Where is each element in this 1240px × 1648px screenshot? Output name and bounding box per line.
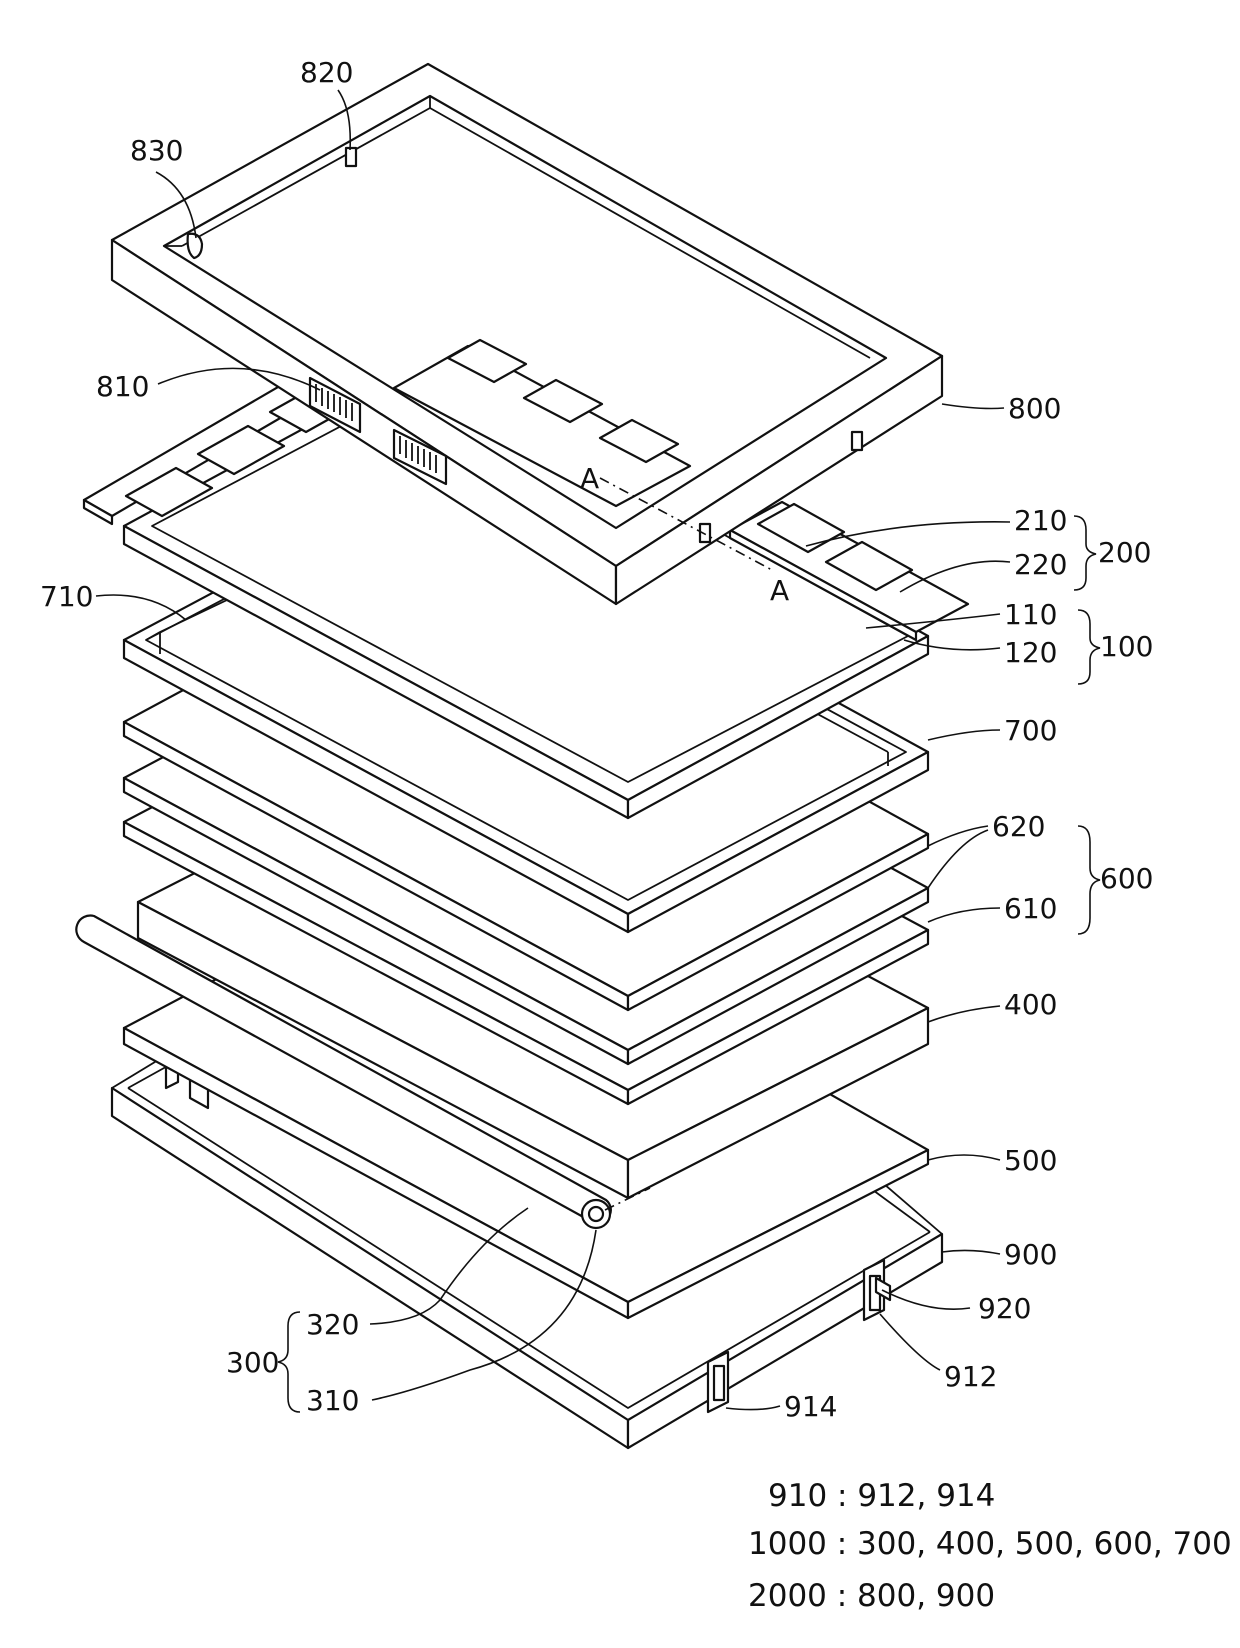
section-a-end: A <box>770 574 789 607</box>
label-600: 600 <box>1100 862 1153 895</box>
label-912: 912 <box>944 1360 997 1393</box>
label-710: 710 <box>40 580 93 613</box>
section-a-start: A <box>580 462 599 495</box>
label-800: 800 <box>1008 392 1061 425</box>
label-220: 220 <box>1014 548 1067 581</box>
legend: 910 : 912, 914 1000 : 300, 400, 500, 600… <box>748 1478 1232 1614</box>
label-620: 620 <box>992 810 1045 843</box>
hook-914 <box>708 1352 728 1412</box>
brace-300 <box>278 1312 300 1412</box>
label-100: 100 <box>1100 630 1153 663</box>
label-210: 210 <box>1014 504 1067 537</box>
brace-200 <box>1074 516 1096 590</box>
brace-100 <box>1078 610 1100 684</box>
label-700: 700 <box>1004 714 1057 747</box>
label-400: 400 <box>1004 988 1057 1021</box>
label-830: 830 <box>130 134 183 167</box>
legend-line-910: 910 : 912, 914 <box>768 1478 995 1514</box>
label-320: 320 <box>306 1308 359 1341</box>
label-110: 110 <box>1004 598 1057 631</box>
label-300: 300 <box>226 1346 279 1379</box>
label-610: 610 <box>1004 892 1057 925</box>
label-200: 200 <box>1098 536 1151 569</box>
label-920: 920 <box>978 1292 1031 1325</box>
legend-line-1000: 1000 : 300, 400, 500, 600, 700 <box>748 1526 1232 1562</box>
brace-600 <box>1078 826 1100 934</box>
label-900: 900 <box>1004 1238 1057 1271</box>
hole-830 <box>188 234 202 258</box>
legend-line-2000: 2000 : 800, 900 <box>748 1578 995 1614</box>
label-810: 810 <box>96 370 149 403</box>
slot-820 <box>346 148 356 166</box>
label-310: 310 <box>306 1384 359 1417</box>
label-820: 820 <box>300 56 353 89</box>
label-914: 914 <box>784 1390 837 1423</box>
label-500: 500 <box>1004 1144 1057 1177</box>
label-120: 120 <box>1004 636 1057 669</box>
